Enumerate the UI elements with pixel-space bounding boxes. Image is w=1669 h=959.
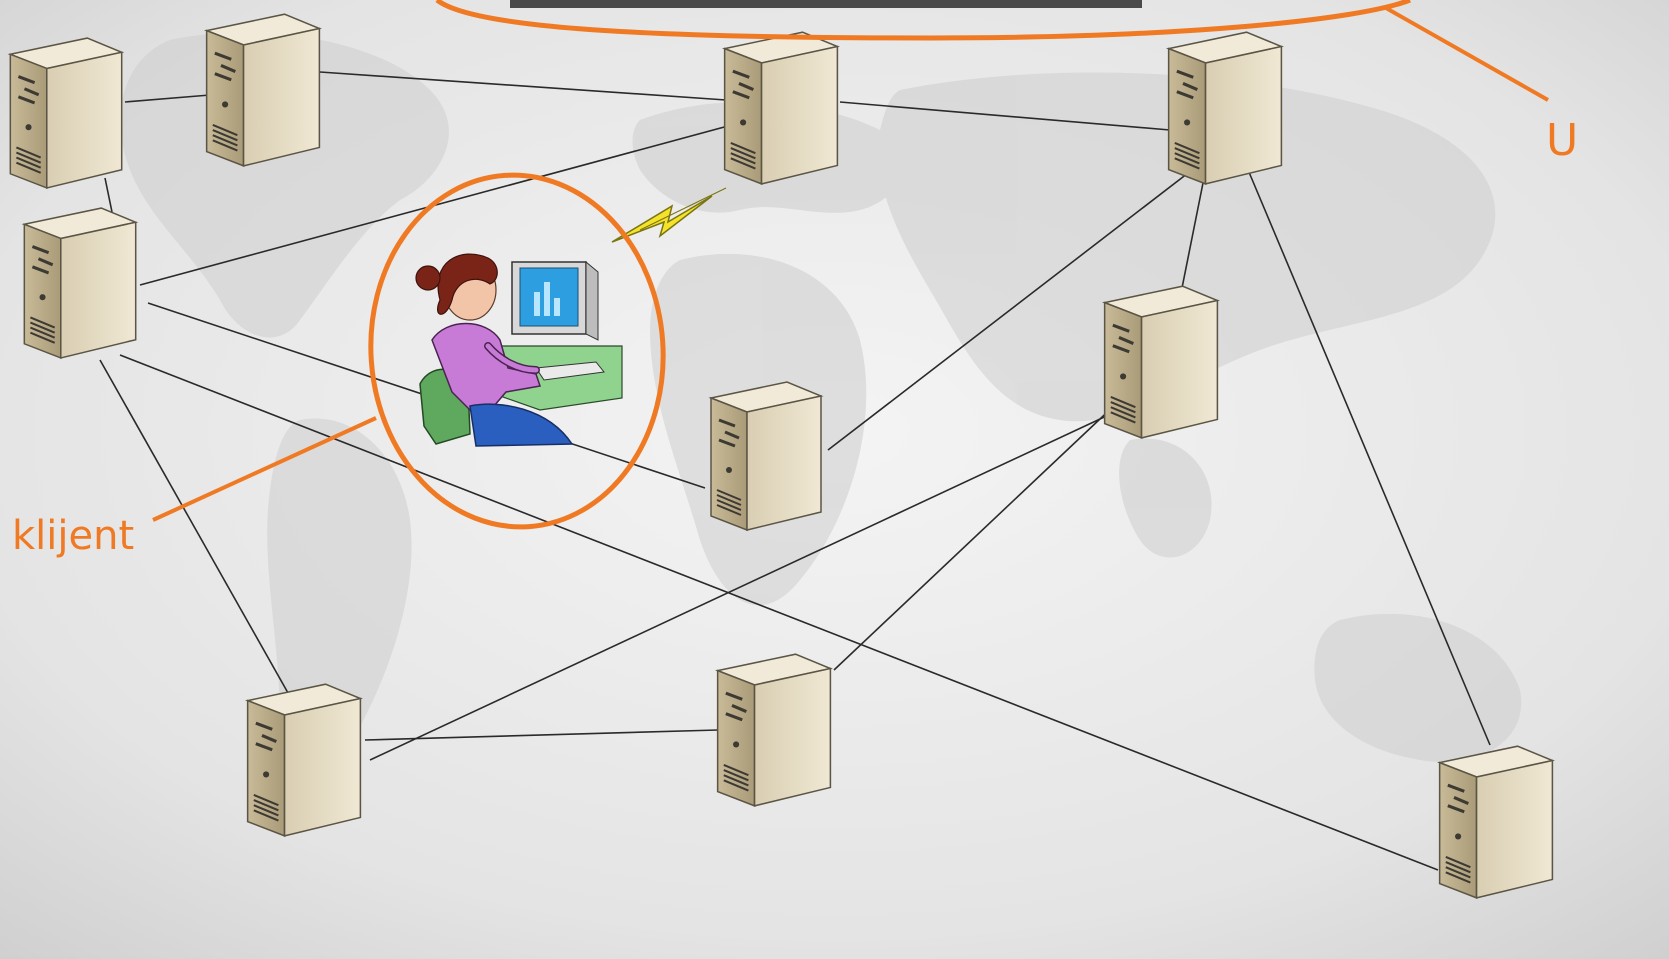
server-icon xyxy=(205,12,321,168)
top-banner xyxy=(510,0,1142,8)
link xyxy=(827,169,1193,451)
server-icon xyxy=(723,30,839,186)
server-icon xyxy=(1438,744,1554,900)
link xyxy=(1245,164,1491,746)
link xyxy=(839,101,1171,131)
network-links xyxy=(99,71,1491,871)
server-icon xyxy=(1103,284,1219,440)
link xyxy=(104,177,113,213)
server-icon xyxy=(716,652,832,808)
link xyxy=(364,729,719,741)
client-label: klijent xyxy=(12,513,134,559)
link xyxy=(124,94,211,103)
link xyxy=(369,411,1116,761)
link xyxy=(99,359,293,701)
server-callout-label: U xyxy=(1546,115,1578,166)
server-icon xyxy=(1167,30,1283,186)
server-callout-line xyxy=(1385,6,1549,102)
link xyxy=(1181,177,1205,289)
client-highlight: klijent xyxy=(12,172,666,559)
server-icon xyxy=(22,206,138,360)
server-icon xyxy=(709,380,823,532)
client-callout-line xyxy=(152,416,377,522)
server-icon xyxy=(246,682,362,838)
link xyxy=(119,354,1439,871)
link xyxy=(833,401,1119,671)
server-group-highlight: U xyxy=(435,0,1578,166)
person-at-computer-icon xyxy=(415,253,623,447)
server-icon xyxy=(8,36,124,190)
link xyxy=(319,71,727,101)
lightning-bolt-icon xyxy=(611,187,727,243)
